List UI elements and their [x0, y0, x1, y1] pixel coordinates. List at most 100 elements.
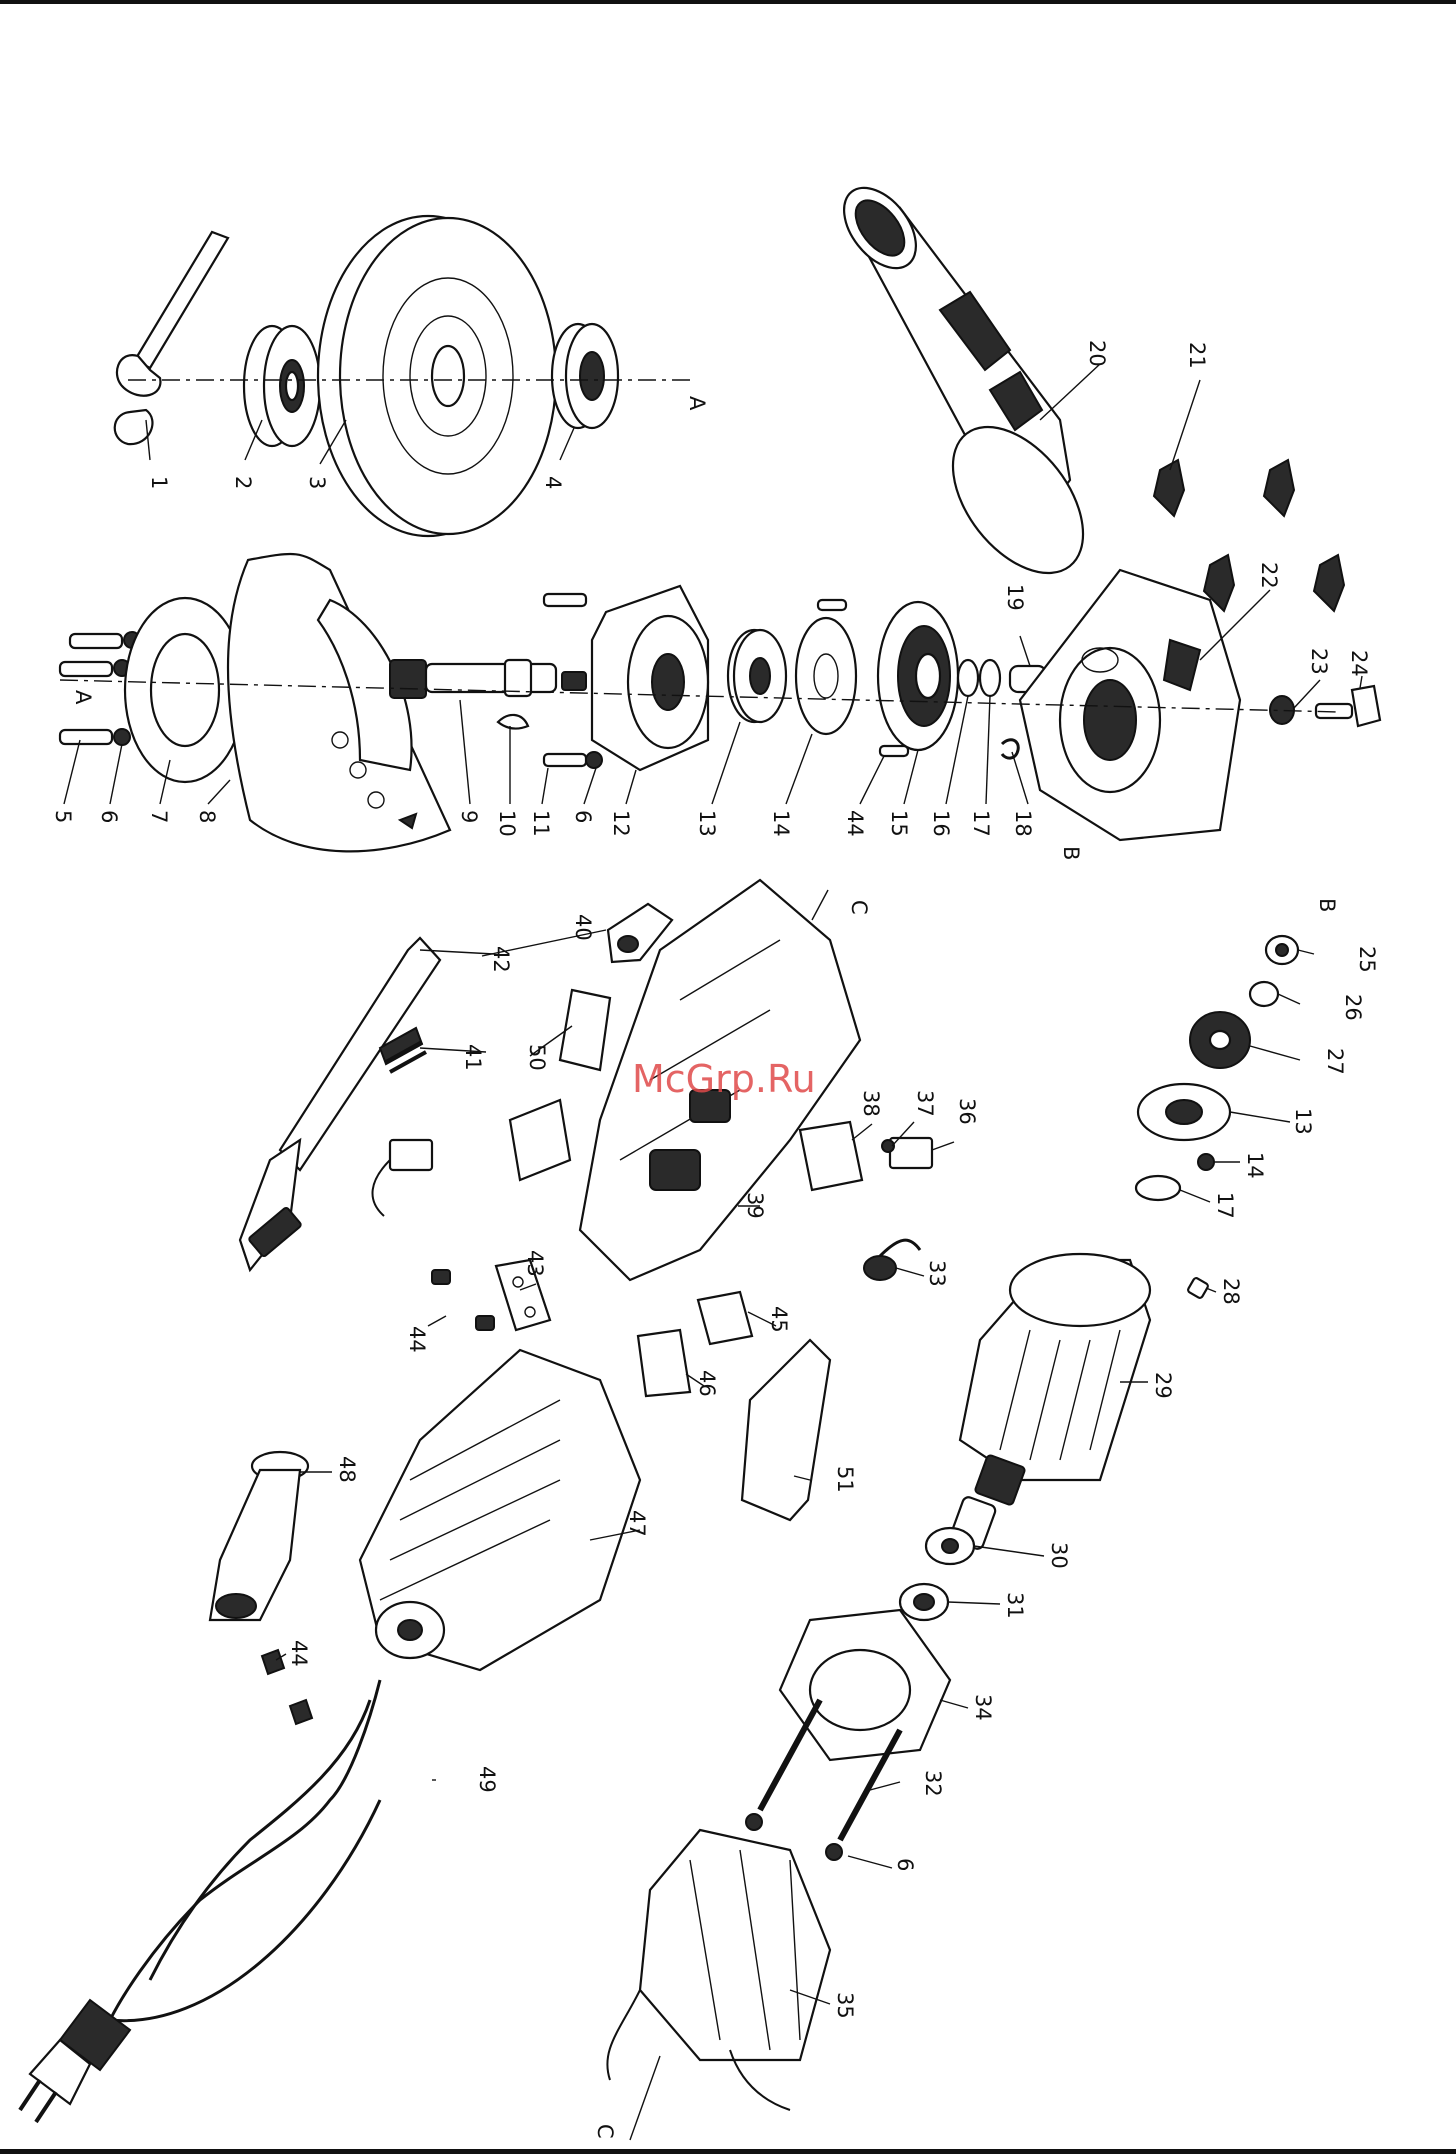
bearing-plate-14 — [796, 618, 856, 734]
lock-button-assembly — [1270, 686, 1380, 726]
washer-26 — [1250, 982, 1278, 1006]
callout: 21 — [1185, 342, 1209, 369]
callout: 49 — [475, 1766, 499, 1793]
ball-bearing-13-top — [728, 630, 786, 722]
callout: 40 — [571, 914, 595, 941]
grinding-disc — [318, 216, 556, 536]
callout: 46 — [695, 1370, 719, 1397]
callout: 42 — [489, 946, 513, 973]
wheel-guard — [228, 554, 450, 851]
callout: 15 — [887, 810, 911, 837]
callout: 30 — [1047, 1542, 1071, 1569]
pinion-27 — [1190, 1012, 1250, 1068]
callout: 50 — [525, 1044, 549, 1071]
spanner-wrench — [115, 232, 228, 444]
callout: 13 — [695, 810, 719, 837]
callout: 17 — [969, 810, 993, 837]
electronics-module-51 — [742, 1340, 830, 1520]
armature-29 — [949, 1254, 1150, 1550]
stator-35 — [607, 1830, 830, 2110]
callout: 13 — [1291, 1108, 1315, 1135]
callout: 23 — [1307, 648, 1331, 675]
washers-16-17 — [958, 660, 1000, 696]
spring-33 — [864, 1240, 920, 1280]
callout: 37 — [913, 1090, 937, 1117]
callout: 5 — [51, 810, 75, 823]
callout: 7 — [147, 810, 171, 823]
handle-grip-48 — [210, 1452, 308, 1620]
spindle-key — [498, 715, 528, 729]
spindle — [390, 660, 586, 698]
callout: B — [1059, 846, 1083, 860]
callout: B — [1315, 898, 1339, 912]
key-28 — [1187, 1277, 1209, 1299]
callout: 26 — [1341, 994, 1365, 1021]
callout: 39 — [743, 1192, 767, 1219]
brush-holder-left — [373, 1100, 570, 1216]
callout: 18 — [1011, 810, 1035, 837]
outer-flange-nut — [552, 324, 618, 428]
callout: 29 — [1151, 1372, 1175, 1399]
inner-flange — [244, 326, 320, 446]
handle-screws — [1154, 460, 1344, 611]
callout: 28 — [1219, 1278, 1243, 1305]
callout: 47 — [625, 1510, 649, 1537]
bearing-30 — [926, 1528, 974, 1564]
side-handle — [830, 175, 1110, 597]
callout: 51 — [833, 1466, 857, 1493]
callout: 31 — [1003, 1592, 1027, 1619]
callout: 6 — [571, 810, 595, 823]
callout: 41 — [461, 1044, 485, 1071]
callout: 8 — [195, 810, 219, 823]
callout: 48 — [335, 1456, 359, 1483]
bearing-flange — [592, 586, 708, 770]
capacitor-45 — [698, 1292, 752, 1344]
bevel-gear — [878, 602, 958, 750]
callout: 12 — [609, 810, 633, 837]
power-cord-49 — [20, 1680, 380, 2122]
callout: 14 — [1243, 1152, 1267, 1179]
callout: 10 — [495, 810, 519, 837]
switch-slider-42 — [240, 938, 440, 1270]
circlip-18 — [1002, 740, 1018, 758]
callout: 14 — [769, 810, 793, 837]
terminal-46 — [638, 1330, 690, 1396]
callout: 34 — [971, 1694, 995, 1721]
callout: 11 — [529, 810, 553, 837]
guard-clamp-plate — [125, 598, 245, 782]
callout: C — [847, 900, 871, 915]
callout: 24 — [1347, 650, 1371, 677]
callout: 6 — [893, 1858, 917, 1871]
nut-25 — [1266, 936, 1298, 964]
callout: 35 — [833, 1992, 857, 2019]
baffle-34 — [780, 1610, 950, 1760]
bearing-sleeve-31 — [900, 1584, 948, 1620]
callout: 44 — [843, 810, 867, 837]
bearing-13-right — [1138, 1084, 1230, 1140]
ring-17-right — [1136, 1176, 1180, 1200]
callout: 17 — [1213, 1192, 1237, 1219]
callout: 27 — [1323, 1048, 1347, 1075]
callout: 25 — [1355, 946, 1379, 973]
callout: 6 — [97, 810, 121, 823]
top-screw — [544, 594, 586, 606]
brush-holder-38 — [800, 1122, 932, 1190]
callout: 36 — [955, 1098, 979, 1125]
callout: 20 — [1085, 340, 1109, 367]
callout: 33 — [925, 1260, 949, 1287]
callout: 22 — [1257, 562, 1281, 589]
rear-housing-47 — [360, 1350, 640, 1670]
callout: 4 — [541, 476, 565, 489]
callout: 43 — [523, 1250, 547, 1277]
callout: A — [71, 690, 95, 705]
callout: 16 — [929, 810, 953, 837]
callout: A — [685, 396, 709, 411]
washer-14-right — [1198, 1154, 1214, 1170]
callout: 2 — [231, 476, 255, 489]
callout: 45 — [767, 1306, 791, 1333]
callout: 1 — [147, 476, 171, 489]
callout: 32 — [921, 1770, 945, 1797]
callout: 3 — [305, 476, 329, 489]
flange-screw-11 — [544, 752, 602, 768]
